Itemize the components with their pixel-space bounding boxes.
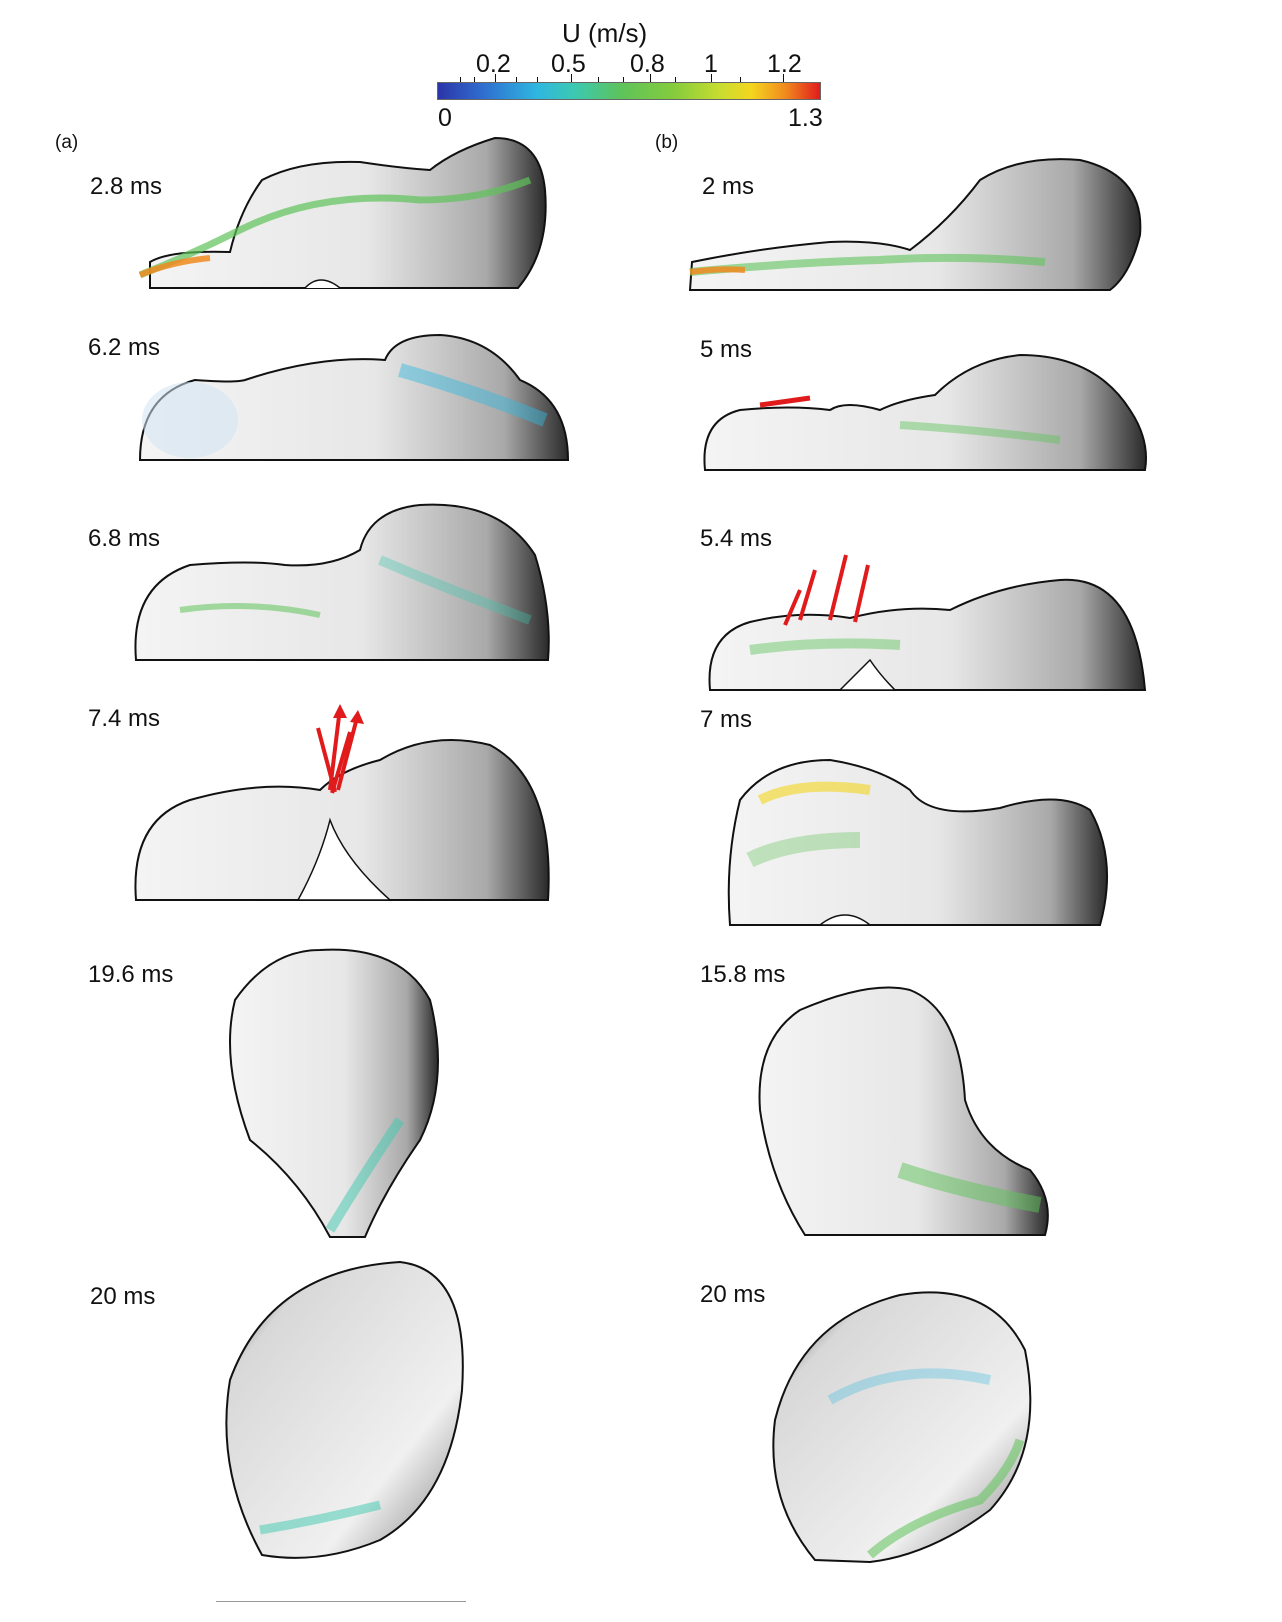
bubble-b6 [772, 1291, 1032, 1564]
bubble-b4 [727, 758, 1109, 926]
time-label-a4: 7.4 ms [88, 705, 161, 732]
bubble-b5 [758, 986, 1049, 1236]
bubble-b3 [708, 578, 1147, 691]
time-label-b5: 15.8 ms [700, 961, 786, 988]
colorbar-tick [571, 74, 572, 82]
colorbar-tick [650, 74, 651, 82]
time-label-a3: 6.8 ms [88, 525, 161, 552]
colorbar-tick-label: 0.5 [551, 50, 586, 78]
bubble-a2 [138, 333, 570, 461]
colorbar-min-label: 0 [438, 104, 452, 132]
colorbar [437, 82, 821, 100]
colorbar-tick-label: 1.2 [767, 50, 802, 78]
colorbar-tick [711, 74, 712, 82]
panel-label-b: (b) [655, 132, 679, 153]
colorbar-title: U (m/s) [562, 18, 648, 48]
colorbar-max-label: 1.3 [788, 104, 823, 132]
colorbar-tick-label: 0.2 [476, 50, 511, 78]
bubble-a3 [134, 503, 550, 661]
time-label-b1: 2 ms [702, 173, 755, 200]
colorbar-minor-tick [740, 77, 741, 82]
bubble-a6 [225, 1260, 464, 1559]
bubble-a1 [149, 136, 547, 289]
colorbar-minor-tick [474, 77, 475, 82]
bubble-a4 [134, 739, 550, 901]
colorbar-minor-tick [598, 77, 599, 82]
colorbar-tick-label: 1 [704, 50, 718, 78]
panel-label-a: (a) [55, 132, 79, 153]
time-label-a6: 20 ms [90, 1283, 156, 1310]
bubble-a5 [229, 948, 439, 1238]
time-label-a1: 2.8 ms [90, 173, 163, 200]
bubble-b2 [703, 353, 1147, 471]
colorbar-minor-tick [537, 77, 538, 82]
colorbar-tick-label: 0.8 [630, 50, 665, 78]
colorbar-tick [495, 74, 496, 82]
time-label-a2: 6.2 ms [88, 334, 161, 361]
colorbar-tick [783, 74, 784, 82]
colorbar-minor-tick [623, 77, 624, 82]
time-label-b3: 5.4 ms [700, 525, 773, 552]
time-label-b4: 7 ms [700, 706, 753, 733]
time-label-a5: 19.6 ms [88, 961, 174, 988]
colorbar-minor-tick [460, 77, 461, 82]
time-label-b2: 5 ms [700, 336, 753, 363]
bottom-rule [216, 1601, 466, 1602]
time-label-b6: 20 ms [700, 1281, 766, 1308]
colorbar-minor-tick [516, 77, 517, 82]
colorbar-minor-tick [675, 77, 676, 82]
